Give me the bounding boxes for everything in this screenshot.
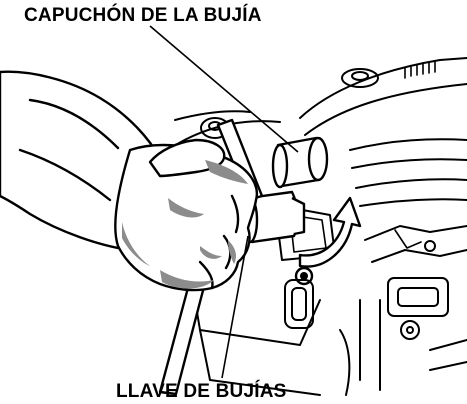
leader-line-cap — [149, 25, 299, 153]
spark-plug-wrench-label: LLAVE DE BUJÍAS — [116, 381, 287, 402]
leader-line-wrench — [221, 235, 249, 379]
leader-lines — [149, 25, 299, 379]
spark-plug-cap — [271, 136, 329, 189]
gloved-hand — [0, 70, 259, 292]
spark-plug-cap-label: CAPUCHÓN DE LA BUJÍA — [24, 5, 262, 26]
glove-shading — [122, 160, 248, 289]
rotation-arrow — [298, 196, 362, 268]
